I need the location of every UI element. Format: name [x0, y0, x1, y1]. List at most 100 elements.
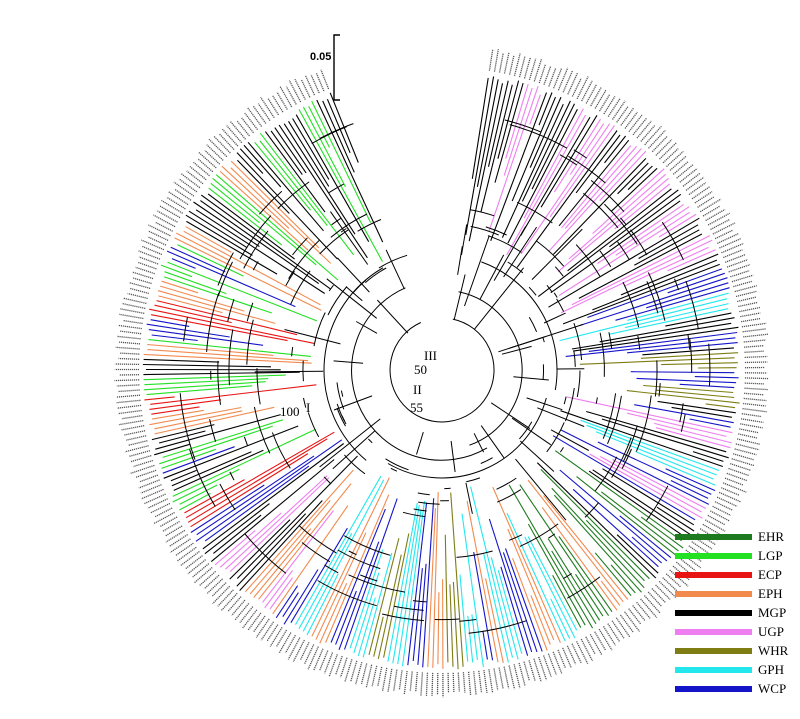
tree-tip-branch [214, 529, 256, 566]
tree-tip-branch [524, 536, 576, 639]
tip-label-mark [212, 585, 231, 605]
tip-label-mark [119, 313, 144, 320]
tip-label-mark [589, 633, 603, 656]
tip-label-mark [236, 120, 251, 137]
tip-label-mark [227, 596, 242, 612]
tip-label-mark [284, 634, 296, 654]
tip-label-mark [115, 346, 140, 350]
tree-internal-arc [227, 298, 235, 322]
tree-tip-branch [527, 479, 624, 603]
tree-internal-branch [465, 482, 473, 514]
tree-internal-arc [509, 124, 568, 149]
tip-label-mark [726, 258, 749, 268]
legend-label-ecp: ECP [758, 567, 782, 582]
tree-tip-branch [151, 406, 200, 415]
tree-internal-arc [685, 280, 699, 330]
tree-internal-arc [556, 298, 565, 312]
tree-tip-branch [636, 377, 737, 384]
tip-label-mark [632, 605, 646, 621]
tree-tip-branch [236, 152, 338, 260]
tip-label-mark [193, 161, 210, 177]
tree-tip-branch [551, 550, 597, 625]
tip-label-mark [192, 563, 210, 578]
tip-label-mark [714, 501, 734, 511]
tree-internal-branch [480, 425, 505, 459]
tree-internal-arc [576, 370, 581, 398]
legend-label-lgp: LGP [758, 548, 783, 563]
tip-label-mark [624, 111, 638, 129]
tree-internal-arc [687, 334, 691, 350]
clade-labels: I 100 II 55 III 50 [280, 348, 437, 419]
tree-tip-branch [541, 507, 618, 611]
tree-tip-branch [466, 500, 499, 663]
tree-tip-branch [523, 108, 584, 219]
tree-tip-branch [452, 581, 459, 670]
tip-label-mark [607, 97, 621, 117]
tip-label-mark [581, 80, 593, 102]
tree-internal-arc [290, 270, 311, 305]
tree-internal-arc [470, 209, 495, 217]
tree-tip-branch [237, 159, 290, 214]
tree-tip-branch [338, 541, 380, 650]
tip-label-mark [154, 507, 173, 518]
tree-tip-branch [504, 548, 543, 652]
tree-internal-branch [490, 402, 531, 430]
tree-tip-branch [654, 422, 732, 444]
tree-tip-branch [558, 536, 613, 613]
tree-internal-branch [416, 431, 424, 455]
tip-label-mark [651, 588, 666, 604]
tip-label-mark [310, 74, 320, 94]
tip-label-mark [571, 78, 582, 97]
tip-label-mark [431, 672, 434, 696]
tree-internal-arc [331, 217, 341, 226]
tip-label-mark [198, 152, 217, 169]
tree-internal-arc [583, 192, 619, 229]
tree-internal-arc [563, 396, 567, 405]
tree-tip-branch [506, 512, 566, 642]
tree-tip-branch [229, 519, 291, 580]
tree-tip-branch [172, 468, 240, 503]
tree-internal-arc [611, 437, 632, 478]
tip-label-mark [655, 584, 671, 600]
tree-tip-branch [368, 538, 400, 656]
tip-label-mark [116, 399, 141, 404]
tip-label-mark [724, 254, 746, 263]
tree-tip-branch [519, 484, 610, 617]
tree-internal-arc [573, 149, 587, 159]
tree-tip-branch [560, 429, 710, 505]
tree-tip-branch [558, 211, 690, 296]
tip-label-mark [398, 670, 403, 690]
tree-tip-branch [619, 515, 672, 559]
tree-tip-branch [471, 78, 489, 179]
tree-tip-branch [225, 475, 328, 570]
tree-tip-branch [470, 486, 514, 658]
tip-label-mark [733, 280, 753, 288]
tip-label-mark [619, 614, 634, 633]
tree-internal-arc [330, 213, 368, 238]
tree-internal-branch [332, 430, 376, 470]
tip-label-mark [129, 287, 149, 295]
tree-tip-branch [377, 554, 402, 660]
tip-label-mark [132, 271, 154, 280]
tip-label-mark [518, 56, 526, 78]
tip-label-mark [636, 601, 651, 619]
tip-label-mark [523, 56, 532, 79]
tip-label-mark [135, 469, 157, 478]
tree-tip-branch [449, 584, 454, 667]
tree-internal-arc [340, 390, 344, 397]
tip-label-mark [632, 117, 648, 136]
tree-internal-branch [254, 370, 324, 373]
tree-tip-branch [161, 280, 199, 294]
tree-internal-arc [327, 286, 348, 316]
tree-tip-branch [315, 532, 367, 640]
tree-tip-branch [566, 396, 733, 434]
tree-tip-branch [665, 468, 716, 492]
tree-tip-branch [444, 534, 449, 663]
tree-tip-branch [564, 145, 638, 229]
tree-internal-arc [584, 502, 599, 518]
tree-tip-branch [149, 308, 315, 345]
tree-tip-branch [630, 371, 735, 374]
tip-label-mark [598, 93, 611, 112]
tree-tip-branch [640, 516, 684, 549]
tree-tip-branch [615, 206, 690, 256]
